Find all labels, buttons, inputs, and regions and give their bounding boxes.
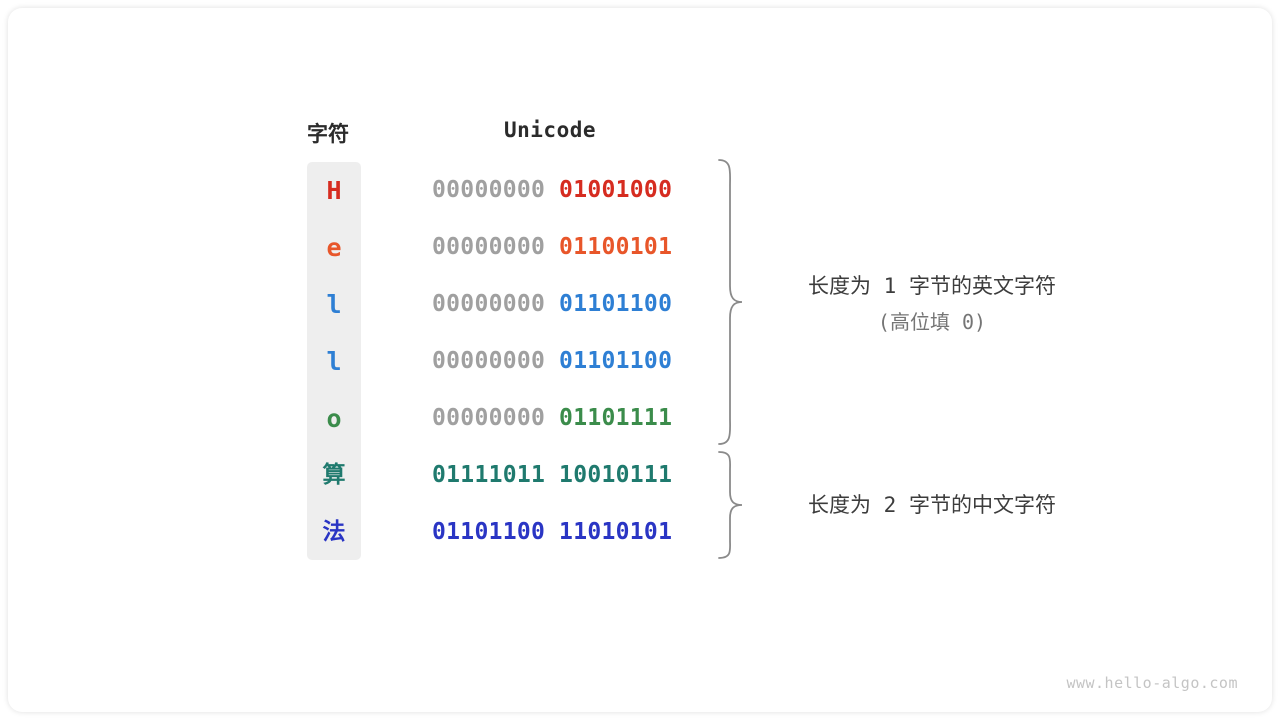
row-high-bits: 00000000: [432, 291, 546, 317]
row-bits: 00000000 01101100: [432, 276, 672, 333]
row-high-bits: 01111011: [432, 462, 546, 488]
annotation-group-1: 长度为 1 字节的英文字符 (高位填 0): [786, 270, 1078, 335]
row-char: 算: [322, 462, 346, 488]
row-bits: 00000000 01101100: [432, 333, 672, 390]
row-high-bits: 00000000: [432, 234, 546, 260]
row-low-bits: 11010101: [559, 519, 673, 545]
group-brace-1: [716, 158, 750, 450]
row-char: l: [326, 347, 342, 376]
row-bits: 00000000 01100101: [432, 219, 672, 276]
row-low-bits: 01100101: [559, 234, 673, 260]
annotation-group-1-sub: (高位填 0): [877, 310, 987, 334]
row-low-bits: 01001000: [559, 177, 673, 203]
row-low-bits: 01101111: [559, 405, 673, 431]
column-header-char: 字符: [307, 122, 349, 146]
row-char: H: [326, 176, 342, 205]
char-column-background: [307, 162, 361, 560]
annotation-group-2-main: 长度为 2 字节的中文字符: [808, 493, 1056, 517]
row-char: 法: [322, 519, 346, 545]
row-char: l: [326, 290, 342, 319]
row-bits: 00000000 01001000: [432, 162, 672, 219]
diagram-card: [8, 8, 1272, 712]
row-char: o: [326, 404, 342, 433]
row-char: e: [326, 233, 342, 262]
annotation-group-2: 长度为 2 字节的中文字符: [786, 489, 1078, 519]
row-bits: 01101100 11010101: [432, 504, 672, 561]
group-brace-2: [716, 450, 750, 564]
column-header-unicode: Unicode: [504, 118, 597, 142]
row-low-bits: 01101100: [559, 291, 673, 317]
row-high-bits: 00000000: [432, 348, 546, 374]
row-bits: 00000000 01101111: [432, 390, 672, 447]
row-low-bits: 01101100: [559, 348, 673, 374]
watermark: www.hello-algo.com: [1066, 674, 1238, 692]
row-low-bits: 10010111: [559, 462, 673, 488]
row-high-bits: 01101100: [432, 519, 546, 545]
row-bits: 01111011 10010111: [432, 447, 672, 504]
row-high-bits: 00000000: [432, 177, 546, 203]
row-high-bits: 00000000: [432, 405, 546, 431]
annotation-group-1-main: 长度为 1 字节的英文字符: [808, 274, 1056, 298]
